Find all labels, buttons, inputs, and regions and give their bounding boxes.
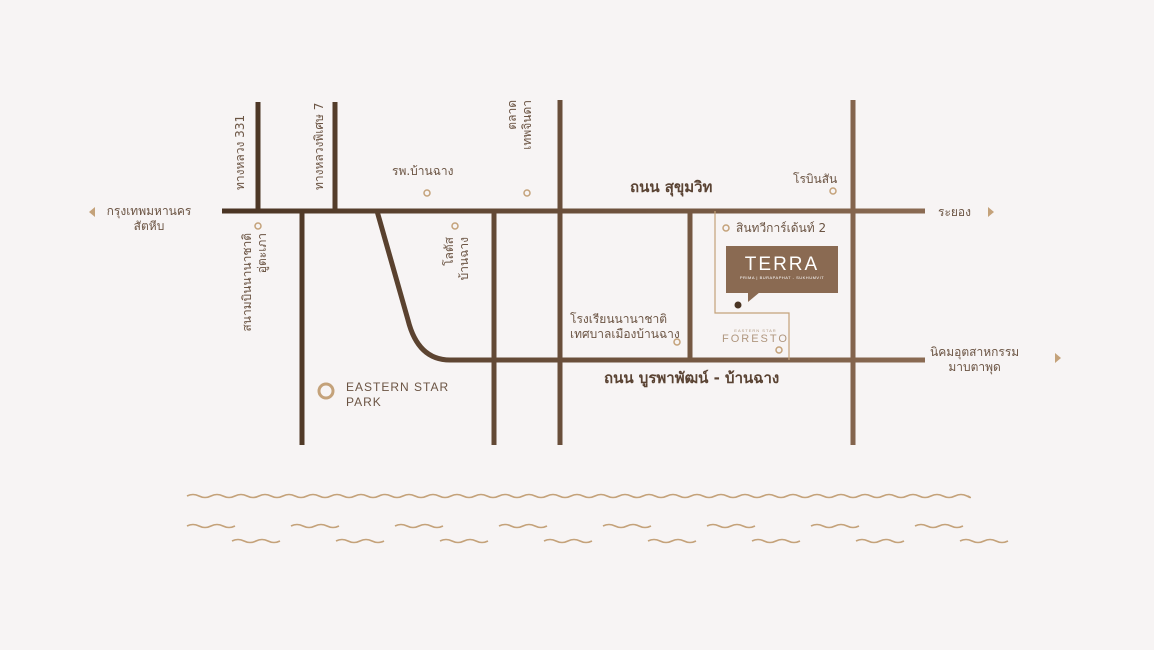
- label-sukhumvit-road: ถนน สุขุมวิท: [630, 178, 713, 196]
- road-burapaphat: [374, 210, 925, 363]
- landmark-dot: [254, 222, 262, 230]
- label-robinson: โรบินสัน: [793, 172, 838, 186]
- label-market: ตลาด เทพจินดา: [505, 100, 535, 180]
- foresto-logo: EASTERN STAR FORESTO: [722, 328, 789, 345]
- wave-line: [959, 538, 1009, 544]
- wave-line: [335, 538, 385, 544]
- landmark-dot: [829, 187, 837, 195]
- project-access-road: [714, 211, 790, 360]
- label-eastern-star-park: EASTERN STAR PARK: [346, 380, 449, 410]
- wave-line: [602, 523, 652, 529]
- direction-east: ระยอง: [938, 205, 971, 219]
- wave-line: [855, 538, 905, 544]
- arrow-right-icon: [988, 207, 994, 217]
- wave-line: [290, 523, 340, 529]
- wave-line: [186, 493, 972, 499]
- direction-west-line1: กรุงเทพมหานคร: [106, 204, 192, 218]
- arrow-left-icon: [89, 207, 95, 217]
- label-market-line2: เทพจินดา: [520, 100, 534, 150]
- wave-line: [231, 538, 281, 544]
- label-highway-331: ทางหลวง 331: [233, 114, 247, 190]
- landmark-dot: [523, 189, 531, 197]
- project-subtitle: PRIMA | BURAPAPHAT - SUKHUMVIT: [739, 275, 825, 280]
- label-sinthavee-garden: สินทวีการ์เด้นท์ 2: [736, 221, 827, 235]
- direction-southeast: นิคมอุตสาหกรรม มาบตาพุด: [930, 345, 1019, 375]
- sea-waves: [186, 493, 1009, 544]
- label-lotus: โลตัส บ้านฉาง: [442, 237, 472, 282]
- label-utapao-airport: สนามบินนานาชาติ อู่ตะเภา: [240, 233, 270, 358]
- landmark-dot: [451, 222, 459, 230]
- project-name: TERRA: [744, 254, 820, 275]
- label-school-line1: โรงเรียนนานาชาติ: [570, 312, 668, 326]
- wave-line: [186, 523, 236, 529]
- label-international-school: โรงเรียนนานาชาติ เทศบาลเมืองบ้านฉาง: [570, 312, 680, 342]
- label-lotus-line1: โลตัส: [442, 237, 456, 266]
- label-eastern-star-line1: EASTERN STAR: [346, 380, 450, 394]
- landmark-dot: [673, 338, 681, 346]
- wave-line: [810, 523, 860, 529]
- label-airport-line1: สนามบินนานาชาติ: [240, 233, 254, 332]
- wave-line: [706, 523, 756, 529]
- direction-southeast-line1: นิคมอุตสาหกรรม: [930, 345, 1020, 359]
- landmark-dot: [722, 224, 730, 232]
- speech-pointer: [748, 292, 760, 302]
- label-eastern-star-line2: PARK: [346, 395, 382, 409]
- foresto-name: FORESTO: [722, 333, 789, 345]
- project-location-dot: [734, 301, 742, 309]
- wave-line: [751, 538, 801, 544]
- wave-line: [394, 523, 444, 529]
- label-airport-line2: อู่ตะเภา: [255, 233, 269, 274]
- wave-line: [543, 538, 593, 544]
- label-burapaphat-road: ถนน บูรพาพัฒน์ - บ้านฉาง: [604, 369, 780, 387]
- landmark-dot: [775, 346, 783, 354]
- label-school-line2: เทศบาลเมืองบ้านฉาง: [570, 327, 680, 341]
- project-callout-terra[interactable]: TERRA PRIMA | BURAPAPHAT - SUKHUMVIT: [726, 246, 838, 293]
- label-lotus-line2: บ้านฉาง: [457, 237, 471, 281]
- landmark-dot: [423, 189, 431, 197]
- direction-southeast-line2: มาบตาพุด: [948, 360, 1001, 374]
- wave-line: [647, 538, 697, 544]
- direction-west-line2: สัตหีบ: [133, 219, 165, 233]
- label-special-highway-7: ทางหลวงพิเศษ 7: [312, 102, 326, 190]
- wave-line: [914, 523, 964, 529]
- eastern-star-park-marker: [317, 382, 335, 400]
- foresto-brand: EASTERN STAR: [734, 328, 777, 333]
- arrow-right-icon: [1055, 353, 1061, 363]
- label-hospital: รพ.บ้านฉาง: [392, 164, 454, 178]
- wave-line: [498, 523, 548, 529]
- wave-line: [439, 538, 489, 544]
- direction-west: กรุงเทพมหานคร สัตหีบ: [104, 204, 194, 234]
- label-market-line1: ตลาด: [505, 100, 519, 130]
